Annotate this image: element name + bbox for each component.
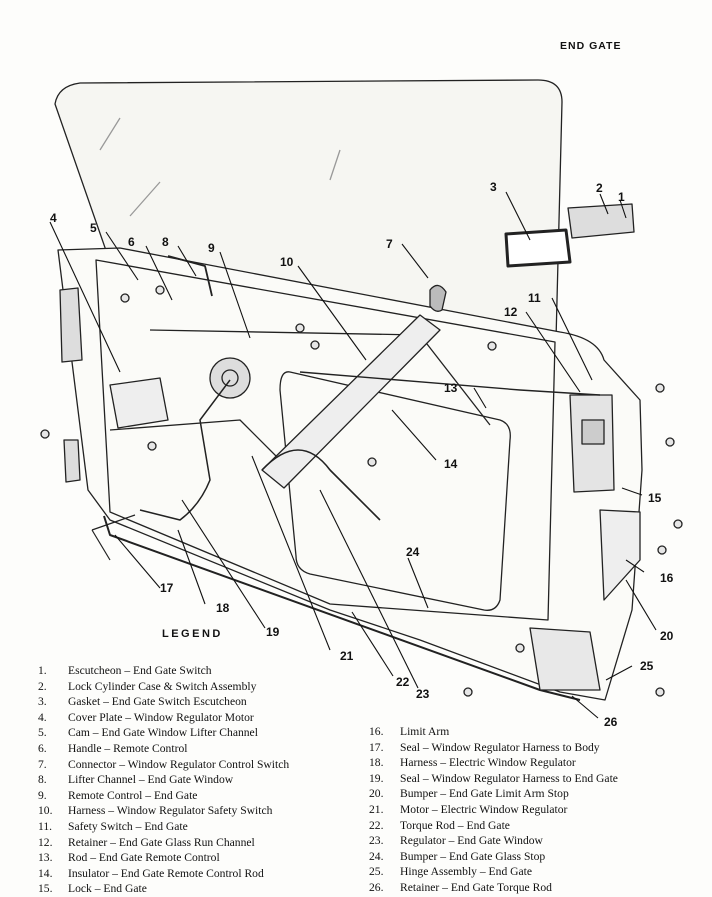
- legend-item: 8.Lifter Channel – End Gate Window: [38, 773, 234, 787]
- legend-item: 3.Gasket – End Gate Switch Escutcheon: [38, 695, 247, 709]
- callout-25: 25: [640, 659, 654, 673]
- callout-18: 18: [216, 601, 230, 615]
- legend-item: 17.Seal – Window Regulator Harness to Bo…: [369, 740, 600, 754]
- callout-10: 10: [280, 255, 294, 269]
- legend-item: 24.Bumper – End Gate Glass Stop: [369, 849, 546, 863]
- legend-item: 4.Cover Plate – Window Regulator Motor: [38, 710, 254, 724]
- callout-17: 17: [160, 581, 174, 595]
- legend-item: 11.Safety Switch – End Gate: [38, 819, 188, 833]
- legend-item: 18.Harness – Electric Window Regulator: [369, 756, 576, 770]
- inner-panel-opening: [279, 371, 511, 611]
- callout-23: 23: [416, 687, 430, 701]
- legend-item: 5.Cam – End Gate Window Lifter Channel: [38, 726, 258, 740]
- legend-item: 23.Regulator – End Gate Window: [369, 834, 543, 848]
- switch-escutcheon: [567, 203, 635, 239]
- callout-15: 15: [648, 491, 662, 505]
- callout-6: 6: [128, 235, 135, 249]
- legend-item: 25.Hinge Assembly – End Gate: [369, 865, 533, 879]
- lifter-channel: [167, 255, 213, 297]
- callout-13: 13: [444, 381, 458, 395]
- legend-item: 1.Escutcheon – End Gate Switch: [38, 664, 212, 677]
- legend-list-left: 1.Escutcheon – End Gate Switch 2.Lock Cy…: [38, 663, 368, 897]
- legend-item: 14.Insulator – End Gate Remote Control R…: [38, 866, 264, 880]
- callout-19: 19: [266, 625, 280, 639]
- callout-12: 12: [504, 305, 518, 319]
- callout-22: 22: [396, 675, 410, 689]
- regulator-arm: [261, 314, 441, 489]
- legend-item: 7.Connector – Window Regulator Control S…: [38, 757, 290, 771]
- callout-9: 9: [208, 241, 215, 255]
- hinge-assembly: [529, 627, 601, 691]
- legend-item: 2.Lock Cylinder Case & Switch Assembly: [38, 679, 257, 693]
- legend-item: 9.Remote Control – End Gate: [38, 788, 198, 802]
- legend-item: 16.Limit Arm: [369, 725, 450, 738]
- callout-14: 14: [444, 457, 458, 471]
- regulator-motor: [209, 357, 251, 399]
- end-gate-panel: [57, 247, 643, 701]
- callout-20: 20: [660, 629, 674, 643]
- callout-24: 24: [406, 545, 420, 559]
- regulator-harness: [139, 379, 231, 521]
- window-glass: [54, 79, 563, 341]
- legend-item: 6.Handle – Remote Control: [38, 741, 188, 755]
- left-hinge-plate: [59, 287, 83, 363]
- callout-21: 21: [340, 649, 354, 663]
- legend-item: 19.Seal – Window Regulator Harness to En…: [369, 771, 618, 785]
- callout-5: 5: [90, 221, 97, 235]
- callout-11: 11: [528, 291, 541, 305]
- callout-16: 16: [660, 571, 674, 585]
- legend-list-right: 16.Limit Arm 17.Seal – Window Regulator …: [369, 724, 705, 896]
- callout-3: 3: [490, 180, 497, 194]
- legend-item: 20.Bumper – End Gate Limit Arm Stop: [369, 787, 569, 801]
- torque-rod: [103, 515, 581, 701]
- callout-26: 26: [604, 715, 618, 729]
- page-header: END GATE: [560, 40, 622, 52]
- callout-2: 2: [596, 181, 603, 195]
- limit-arm: [599, 509, 641, 601]
- escutcheon-gasket: [504, 228, 572, 268]
- legend-item: 21.Motor – Electric Window Regulator: [369, 802, 568, 816]
- switch-connector: [429, 284, 447, 312]
- callout-4: 4: [50, 211, 57, 225]
- remote-control-rod: [299, 371, 601, 396]
- legend-item: 15.Lock – End Gate: [38, 882, 147, 896]
- legend-item: 12.Retainer – End Gate Glass Run Channel: [38, 835, 255, 849]
- legend-item: 13.Rod – End Gate Remote Control: [38, 851, 220, 865]
- callout-7: 7: [386, 237, 393, 251]
- legend-item: 22.Torque Rod – End Gate: [369, 818, 510, 832]
- legend-title: LEGEND: [162, 628, 223, 640]
- legend-item: 10.Harness – Window Regulator Safety Swi…: [38, 804, 273, 818]
- callout-1: 1: [618, 190, 625, 204]
- callout-8: 8: [162, 235, 169, 249]
- legend-item: 26.Retainer – End Gate Torque Rod: [369, 880, 552, 894]
- motor-cover-plate: [109, 377, 169, 429]
